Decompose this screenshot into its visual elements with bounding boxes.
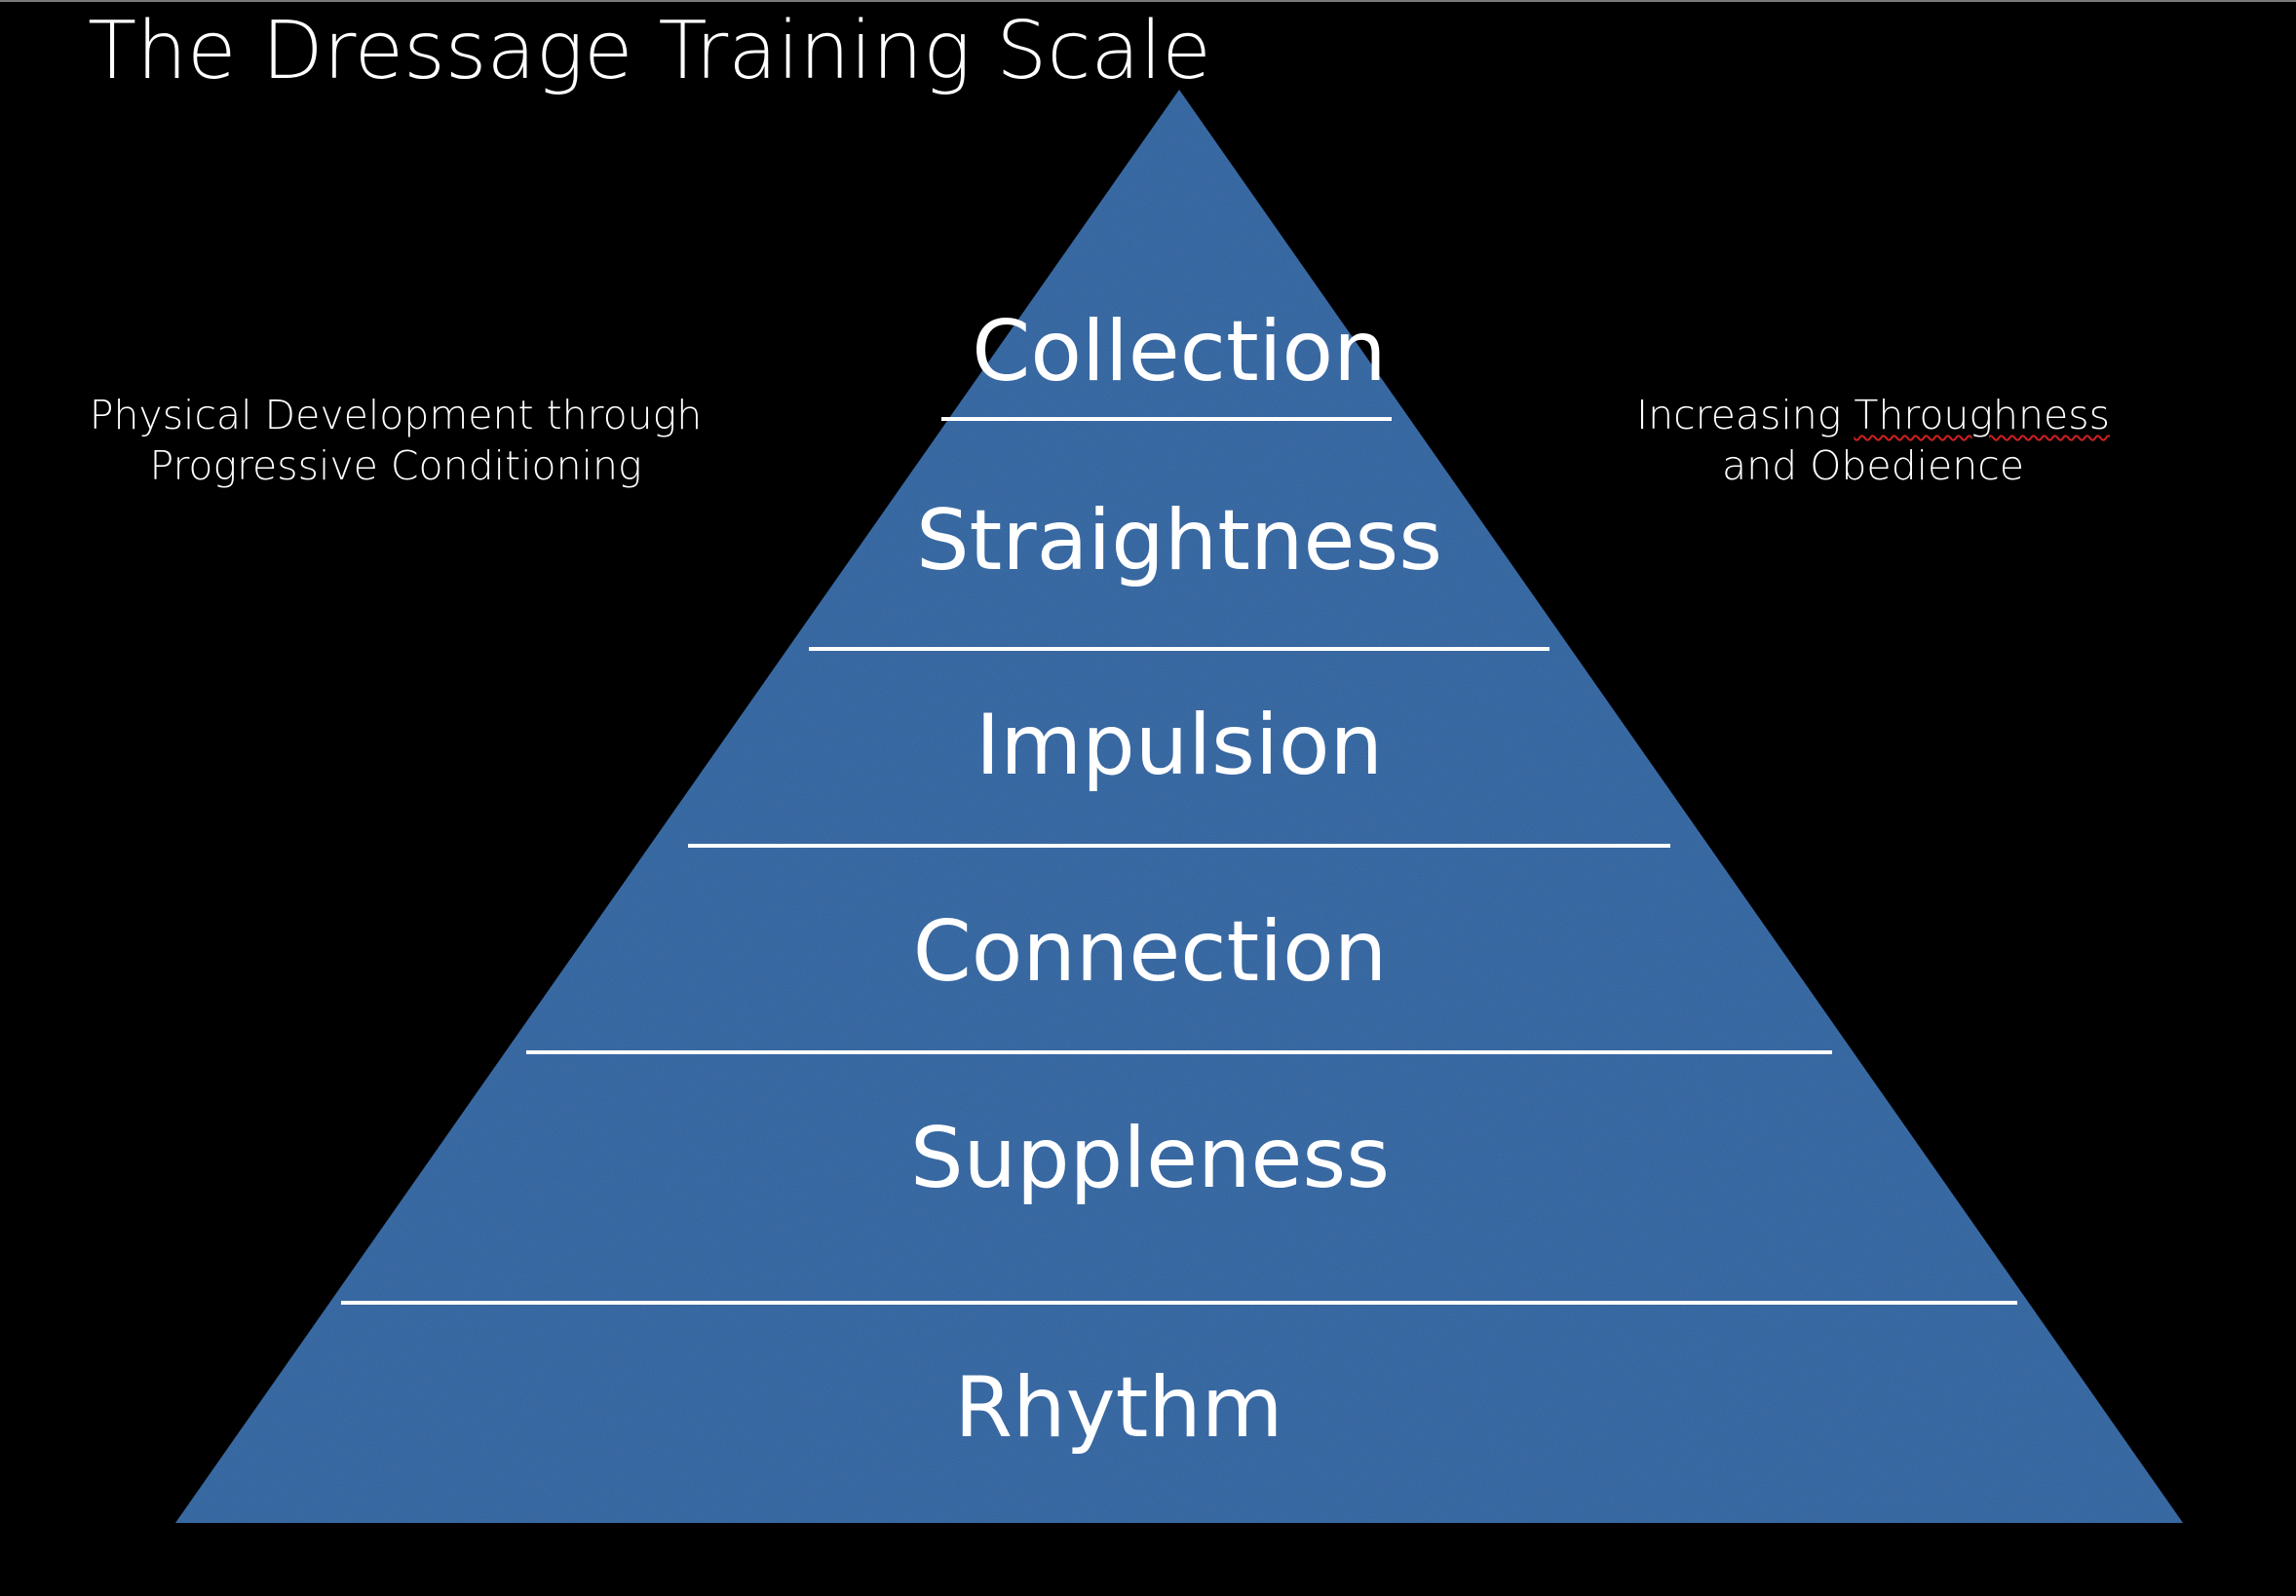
level-impulsion: Impulsion (976, 697, 1383, 794)
right-annotation-line2: and Obedience (1721, 442, 2025, 489)
level-connection: Connection (913, 903, 1388, 1001)
top-border-rule (0, 0, 2296, 2)
right-annotation-line1-prefix: Increasing (1636, 392, 1855, 438)
level-suppleness: Suppleness (910, 1110, 1390, 1207)
left-annotation-line2: Progressive Conditioning (149, 442, 642, 489)
level-rhythm: Rhythm (954, 1359, 1282, 1457)
right-annotation: Increasing Throughness and Obedience (1503, 390, 2243, 491)
left-annotation: Physical Development through Progressive… (25, 390, 766, 491)
level-straightness: Straightness (916, 492, 1442, 589)
pyramid-triangle (175, 90, 2183, 1523)
slide-title: The Dressage Training Scale (88, 5, 1211, 97)
left-annotation-line1: Physical Development through (89, 392, 703, 438)
level-collection: Collection (972, 303, 1386, 400)
right-annotation-line1: Increasing Throughness (1503, 390, 2243, 440)
spellcheck-flagged-word[interactable]: Throughness (1854, 392, 2110, 438)
